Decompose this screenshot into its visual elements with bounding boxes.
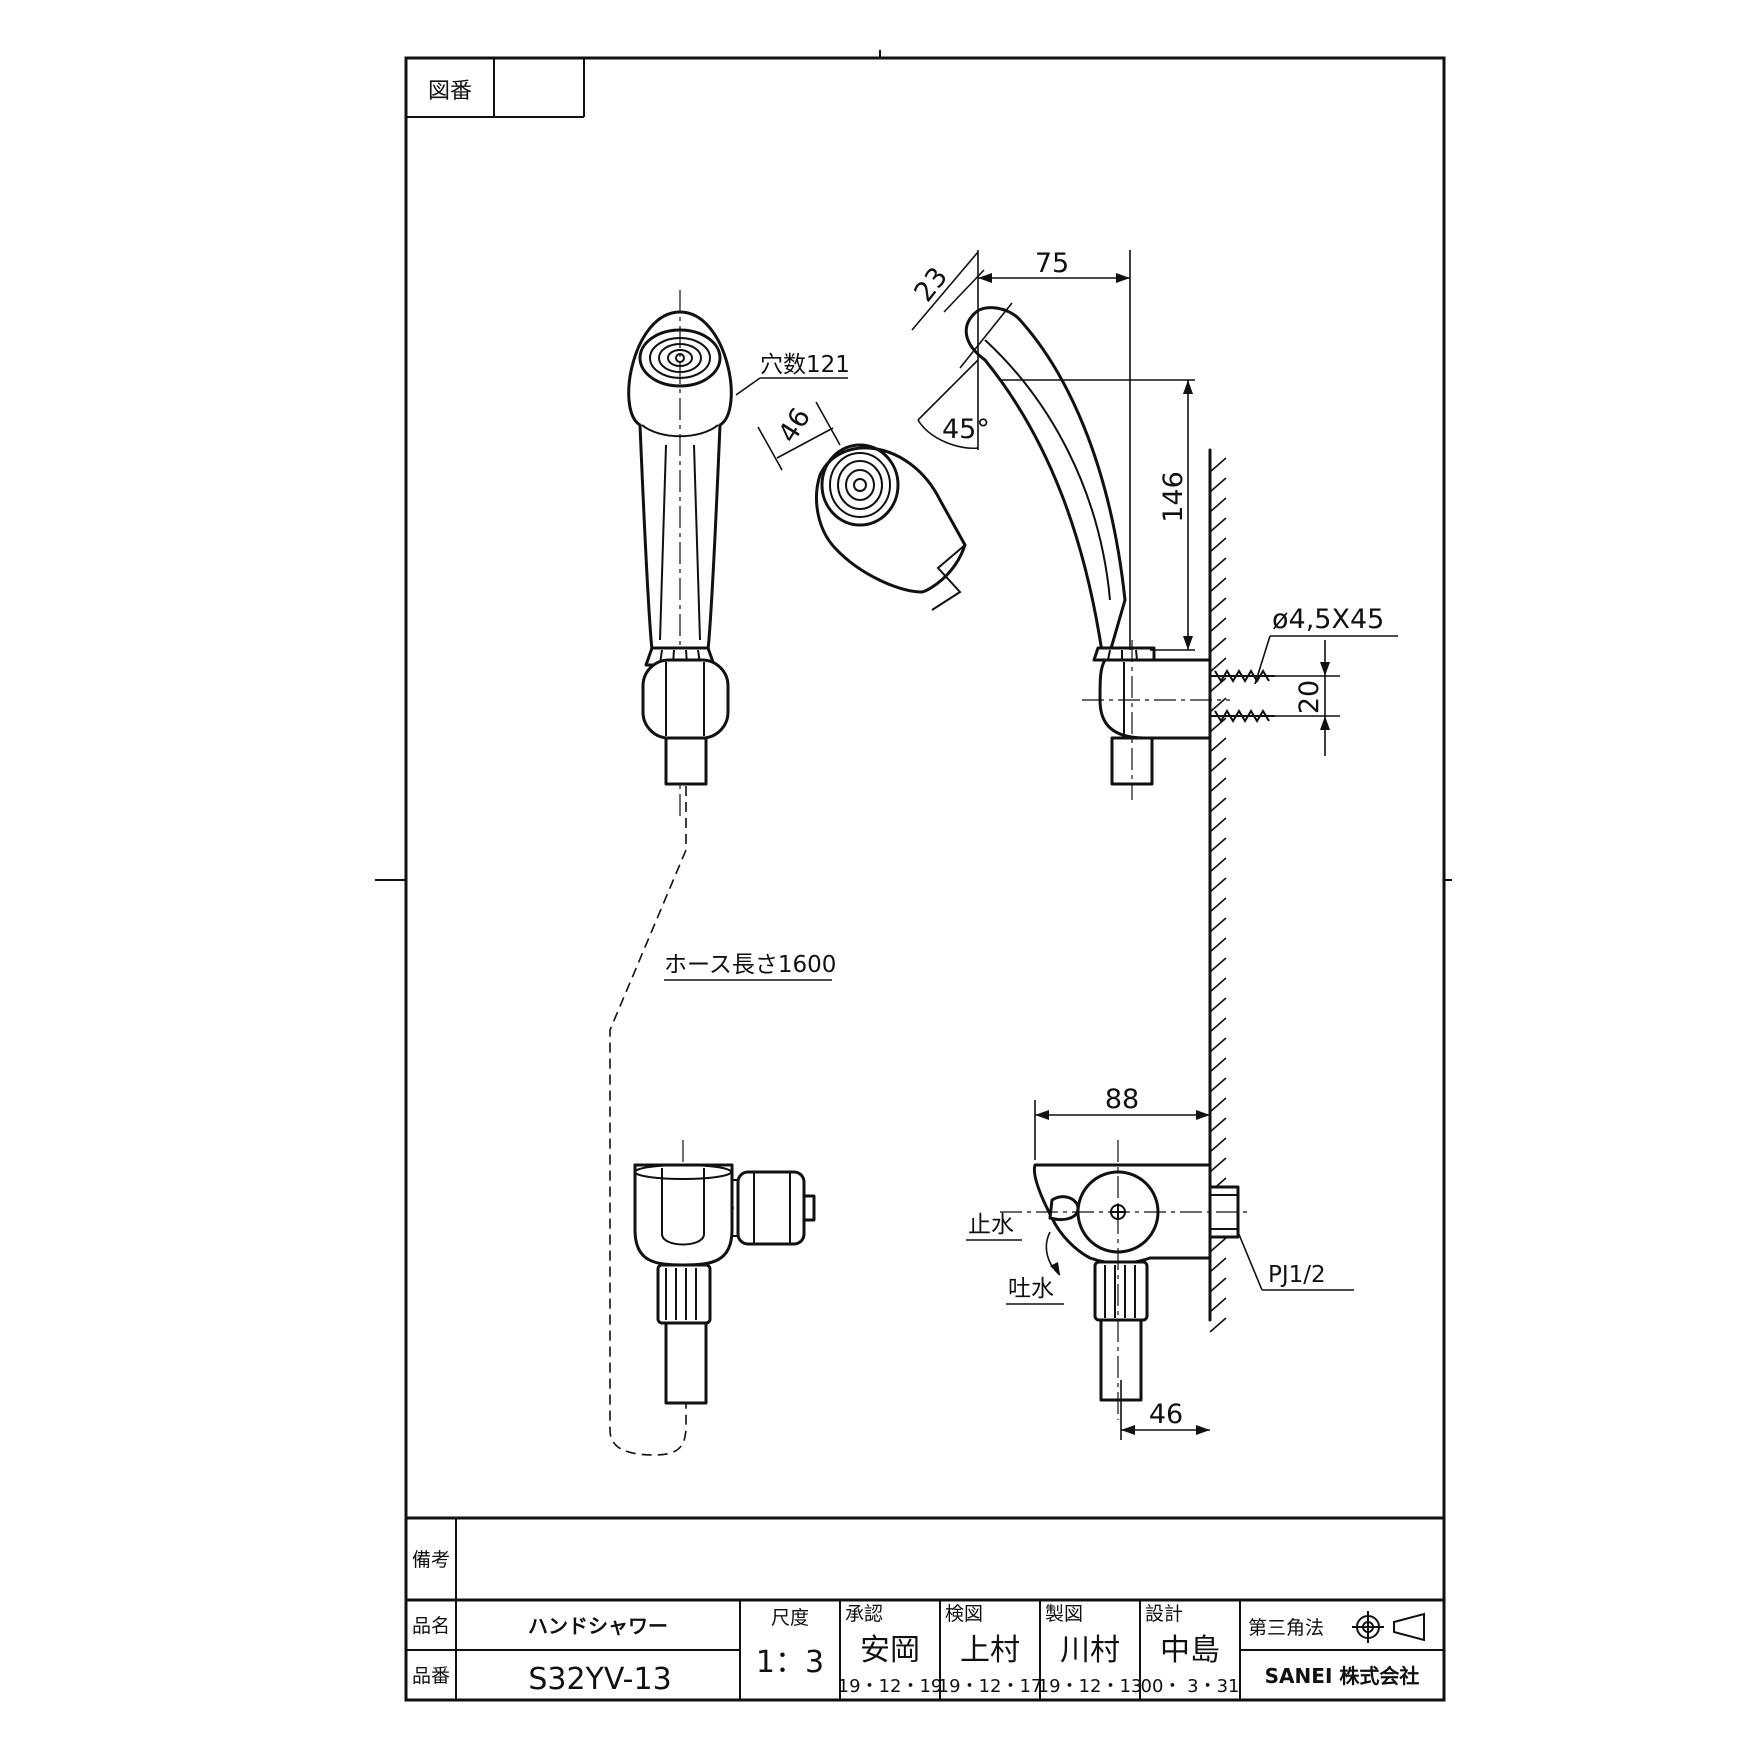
dim-valve-offset: 46	[1149, 1399, 1183, 1430]
product-name: ハンドシャワー	[528, 1614, 668, 1638]
wall-hatch-line	[1209, 797, 1227, 813]
hose-stub	[664, 736, 708, 786]
drafting-label: 製図	[1045, 1603, 1083, 1625]
wall-hatch-line	[1209, 1257, 1227, 1273]
dim-valve-projection: 88	[1105, 1084, 1139, 1115]
wall-hatch-line	[1209, 837, 1227, 853]
wall-hatch-line	[1209, 1037, 1227, 1053]
inspection-date: 19・12・17	[938, 1676, 1043, 1697]
wall-hatch-line	[1209, 1097, 1227, 1113]
wall-hatch-line	[1209, 1117, 1227, 1133]
wall-hatch-line	[1209, 1057, 1227, 1073]
wall-hatch-line	[1209, 757, 1227, 773]
wall-hatch-line	[1209, 1297, 1227, 1313]
border	[404, 56, 1446, 1702]
wall-hatch-line	[1209, 497, 1227, 513]
wall-hatch-line	[1209, 717, 1227, 733]
wall-hatch-line	[1209, 1317, 1227, 1333]
wall-hatch-line	[1209, 697, 1227, 713]
design-label: 設計	[1145, 1603, 1183, 1625]
wall-hatch-line	[1209, 957, 1227, 973]
dim-head-angle: 45°	[942, 414, 990, 445]
shower-front-view	[609, 290, 733, 1456]
title-block: 備考 品名 ハンドシャワー 品番 S32YV-13 尺度 1：3 承認 安岡 1…	[406, 1516, 1444, 1700]
discharge-water-label: 吐水	[1008, 1276, 1054, 1302]
wall-hatch-line	[1209, 997, 1227, 1013]
wall-hatch-line	[1209, 777, 1227, 793]
wall-hatch-line	[1209, 1277, 1227, 1293]
shower-side-view: 75 146 23 45° 20 ø4,5X45	[909, 248, 1398, 800]
company-name: SANEI 株式会社	[1265, 1664, 1420, 1688]
wall-hatch-line	[1209, 977, 1227, 993]
design-name: 中島	[1160, 1633, 1220, 1668]
wall-hatch-line	[1209, 577, 1227, 593]
stop-water-label: 止水	[968, 1212, 1014, 1238]
approval-label: 承認	[845, 1603, 883, 1625]
wall-hatch-line	[1209, 857, 1227, 873]
valve-side-view: 88 46 止水 吐水 PJ1/2	[966, 1084, 1354, 1440]
drafting-date: 19・12・13	[1038, 1676, 1143, 1697]
dim-screw-pitch: 20	[1294, 680, 1325, 714]
wall-hatch-line	[1209, 877, 1227, 893]
scale-value: 1：3	[756, 1645, 824, 1680]
wall-hatch-line	[1209, 897, 1227, 913]
hose-length-note: ホース長さ1600	[664, 952, 836, 978]
wall-hatch-line	[1209, 1017, 1227, 1033]
wall-hatch-line	[1209, 677, 1227, 693]
dim-head-width: 23	[909, 262, 955, 308]
approval-name: 安岡	[860, 1633, 920, 1668]
wall-hatch-line	[1209, 557, 1227, 573]
hose-note: ホース長さ1600	[664, 952, 836, 981]
wall-hatch-line	[1209, 537, 1227, 553]
projection-label: 第三角法	[1248, 1617, 1324, 1639]
wall-hatch-line	[1209, 517, 1227, 533]
valve-lever	[1048, 1195, 1080, 1222]
wall-hatch-line	[1209, 477, 1227, 493]
wall-hatch-line	[1209, 817, 1227, 833]
mounting-screws	[1210, 669, 1275, 723]
product-name-label: 品名	[412, 1615, 450, 1637]
wall-hatch-line	[1209, 657, 1227, 673]
screw-spec-note: ø4,5X45	[1272, 604, 1384, 635]
design-date: 00・ 3・31	[1141, 1676, 1240, 1697]
inspection-name: 上村	[960, 1633, 1020, 1668]
wall-hatch-line	[1209, 457, 1227, 473]
pipe-thread-label: PJ1/2	[1268, 1262, 1326, 1288]
third-angle-projection-icon	[1352, 1611, 1425, 1643]
dim-hook-height: 146	[1158, 471, 1189, 523]
dim-face-diameter: 46	[773, 403, 817, 449]
remarks-label: 備考	[412, 1549, 450, 1571]
wall-hatch-line	[1209, 937, 1227, 953]
inspection-label: 検図	[945, 1603, 983, 1625]
wall-hook	[1098, 658, 1212, 740]
wall-hatch-line	[1209, 1157, 1227, 1173]
hole-count-note: 穴数121	[760, 352, 850, 378]
drafting-name: 川村	[1060, 1633, 1120, 1668]
wall-hatch-line	[1209, 1137, 1227, 1153]
valve-front-view	[633, 1140, 818, 1405]
wall-hatch-line	[1209, 1077, 1227, 1093]
drawing-number-label: 図番	[428, 79, 472, 104]
wall-hatch-line	[1209, 637, 1227, 653]
shower-face-view: 46 穴数121	[735, 352, 967, 611]
valve-connector	[736, 1170, 806, 1246]
wall-hatch-line	[1209, 597, 1227, 613]
approval-date: 19・12・19	[838, 1676, 943, 1697]
wall-hatch-line	[1209, 1237, 1227, 1253]
wall-hatch-line	[1209, 917, 1227, 933]
product-number-label: 品番	[412, 1665, 450, 1687]
wall-hatch-line	[1209, 737, 1227, 753]
product-number: S32YV-13	[528, 1662, 671, 1697]
sheet-frame: 図番	[375, 50, 1452, 1702]
hook-clamp	[641, 658, 730, 740]
dim-head-reach: 75	[1035, 248, 1069, 279]
wall-hatch-line	[1209, 617, 1227, 633]
scale-label: 尺度	[771, 1607, 809, 1629]
